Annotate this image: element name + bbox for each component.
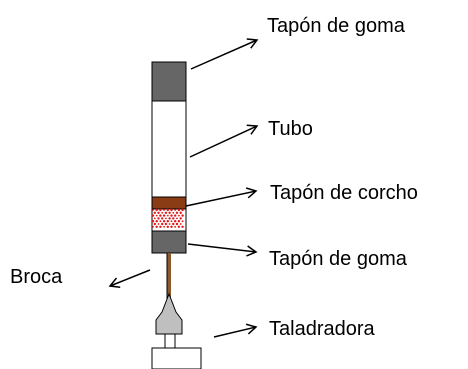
speckled-filling (151, 208, 187, 232)
speckle-dot (166, 208, 169, 212)
speckle-dot (152, 209, 154, 211)
cork-stopper-body (151, 196, 187, 210)
speckle-dot (153, 211, 156, 214)
speckle-dot (181, 220, 184, 223)
speckle-dot (157, 211, 160, 214)
speckle-dot (179, 211, 182, 214)
speckle-dot (164, 211, 168, 214)
bottom-rubber-stopper-body (151, 230, 187, 254)
speckle-pattern (151, 208, 184, 228)
speckle-dot (181, 214, 184, 217)
speckle-dot (166, 220, 169, 223)
tube (151, 100, 187, 198)
speckle-dot (179, 223, 182, 225)
speckle-dot (168, 211, 171, 214)
arrow-icon (187, 243, 258, 257)
speckle-dot (179, 217, 182, 220)
arrow-icon (108, 269, 151, 289)
speckle-dot (174, 209, 177, 211)
speckle-dot (155, 208, 158, 212)
speckle-dot (164, 222, 168, 226)
speckle-dot (178, 214, 180, 217)
top-rubber-stopper-body (151, 61, 187, 102)
arrow-icon (190, 38, 259, 70)
speckle-dot (177, 220, 181, 223)
speckle-dot (153, 217, 156, 220)
tube-body (151, 100, 187, 198)
drill-body (151, 347, 202, 369)
speckle-dot (153, 222, 156, 226)
speckle-dot (163, 209, 166, 211)
label-drill: Taladradora (269, 318, 375, 340)
speckle-dot (152, 225, 154, 228)
cork-stopper (151, 196, 187, 210)
speckle-dot (157, 223, 160, 225)
label-top-rubber-stopper: Tapón de goma (267, 15, 405, 37)
speckle-dot (177, 208, 181, 212)
arrow-icon (189, 124, 259, 158)
speckle-dot (162, 214, 166, 217)
arrow-icon (185, 187, 258, 207)
speckle-dot (155, 225, 158, 228)
speckle-dot (155, 220, 158, 223)
speckle-dot (166, 225, 169, 228)
speckle-dot (172, 217, 175, 220)
speckle-dot (177, 225, 181, 228)
label-drill-bit: Broca (10, 266, 63, 288)
speckle-dot (159, 220, 162, 223)
speckle-dot (181, 225, 184, 228)
drill-chuck (155, 292, 183, 335)
drill-neck (164, 333, 176, 349)
speckle-dot (174, 214, 177, 217)
speckle-dot (172, 211, 175, 214)
arrow-icon (213, 323, 258, 338)
speckle-dot (175, 211, 179, 214)
speckle-dot (168, 217, 171, 220)
speckle-dot (162, 220, 166, 223)
speckle-dot (155, 214, 158, 217)
drill (151, 292, 202, 369)
bottom-rubber-stopper (151, 230, 187, 254)
speckle-dot (170, 220, 173, 223)
arrow-icons (108, 38, 259, 338)
top-rubber-stopper (151, 61, 187, 102)
speckle-dot (157, 217, 160, 220)
speckle-dot (175, 222, 179, 226)
speckle-dot (170, 225, 173, 228)
speckle-dot (159, 214, 162, 217)
speckle-dot (172, 222, 175, 226)
speckle-dot (168, 223, 171, 225)
speckle-dot (181, 208, 184, 212)
speckle-dot (159, 225, 162, 228)
speckle-dot (166, 214, 169, 217)
speckle-dot (161, 211, 164, 214)
speckle-dot (151, 214, 155, 217)
label-tube: Tubo (268, 118, 313, 140)
speckle-dot (159, 208, 162, 212)
speckle-dot (151, 220, 155, 223)
label-bottom-rubber-stopper: Tapón de goma (269, 248, 407, 270)
speckle-dot (165, 217, 167, 220)
speckle-dot (174, 225, 177, 228)
speckle-dot (170, 208, 173, 212)
speckle-dot (161, 217, 164, 220)
speckle-dot (174, 220, 177, 223)
speckle-dot (161, 222, 164, 226)
label-cork-stopper: Tapón de corcho (270, 182, 418, 204)
speckle-dot (176, 217, 178, 220)
drill-bit (166, 253, 171, 299)
speckle-dot (170, 214, 173, 217)
speckle-dot (163, 225, 166, 228)
